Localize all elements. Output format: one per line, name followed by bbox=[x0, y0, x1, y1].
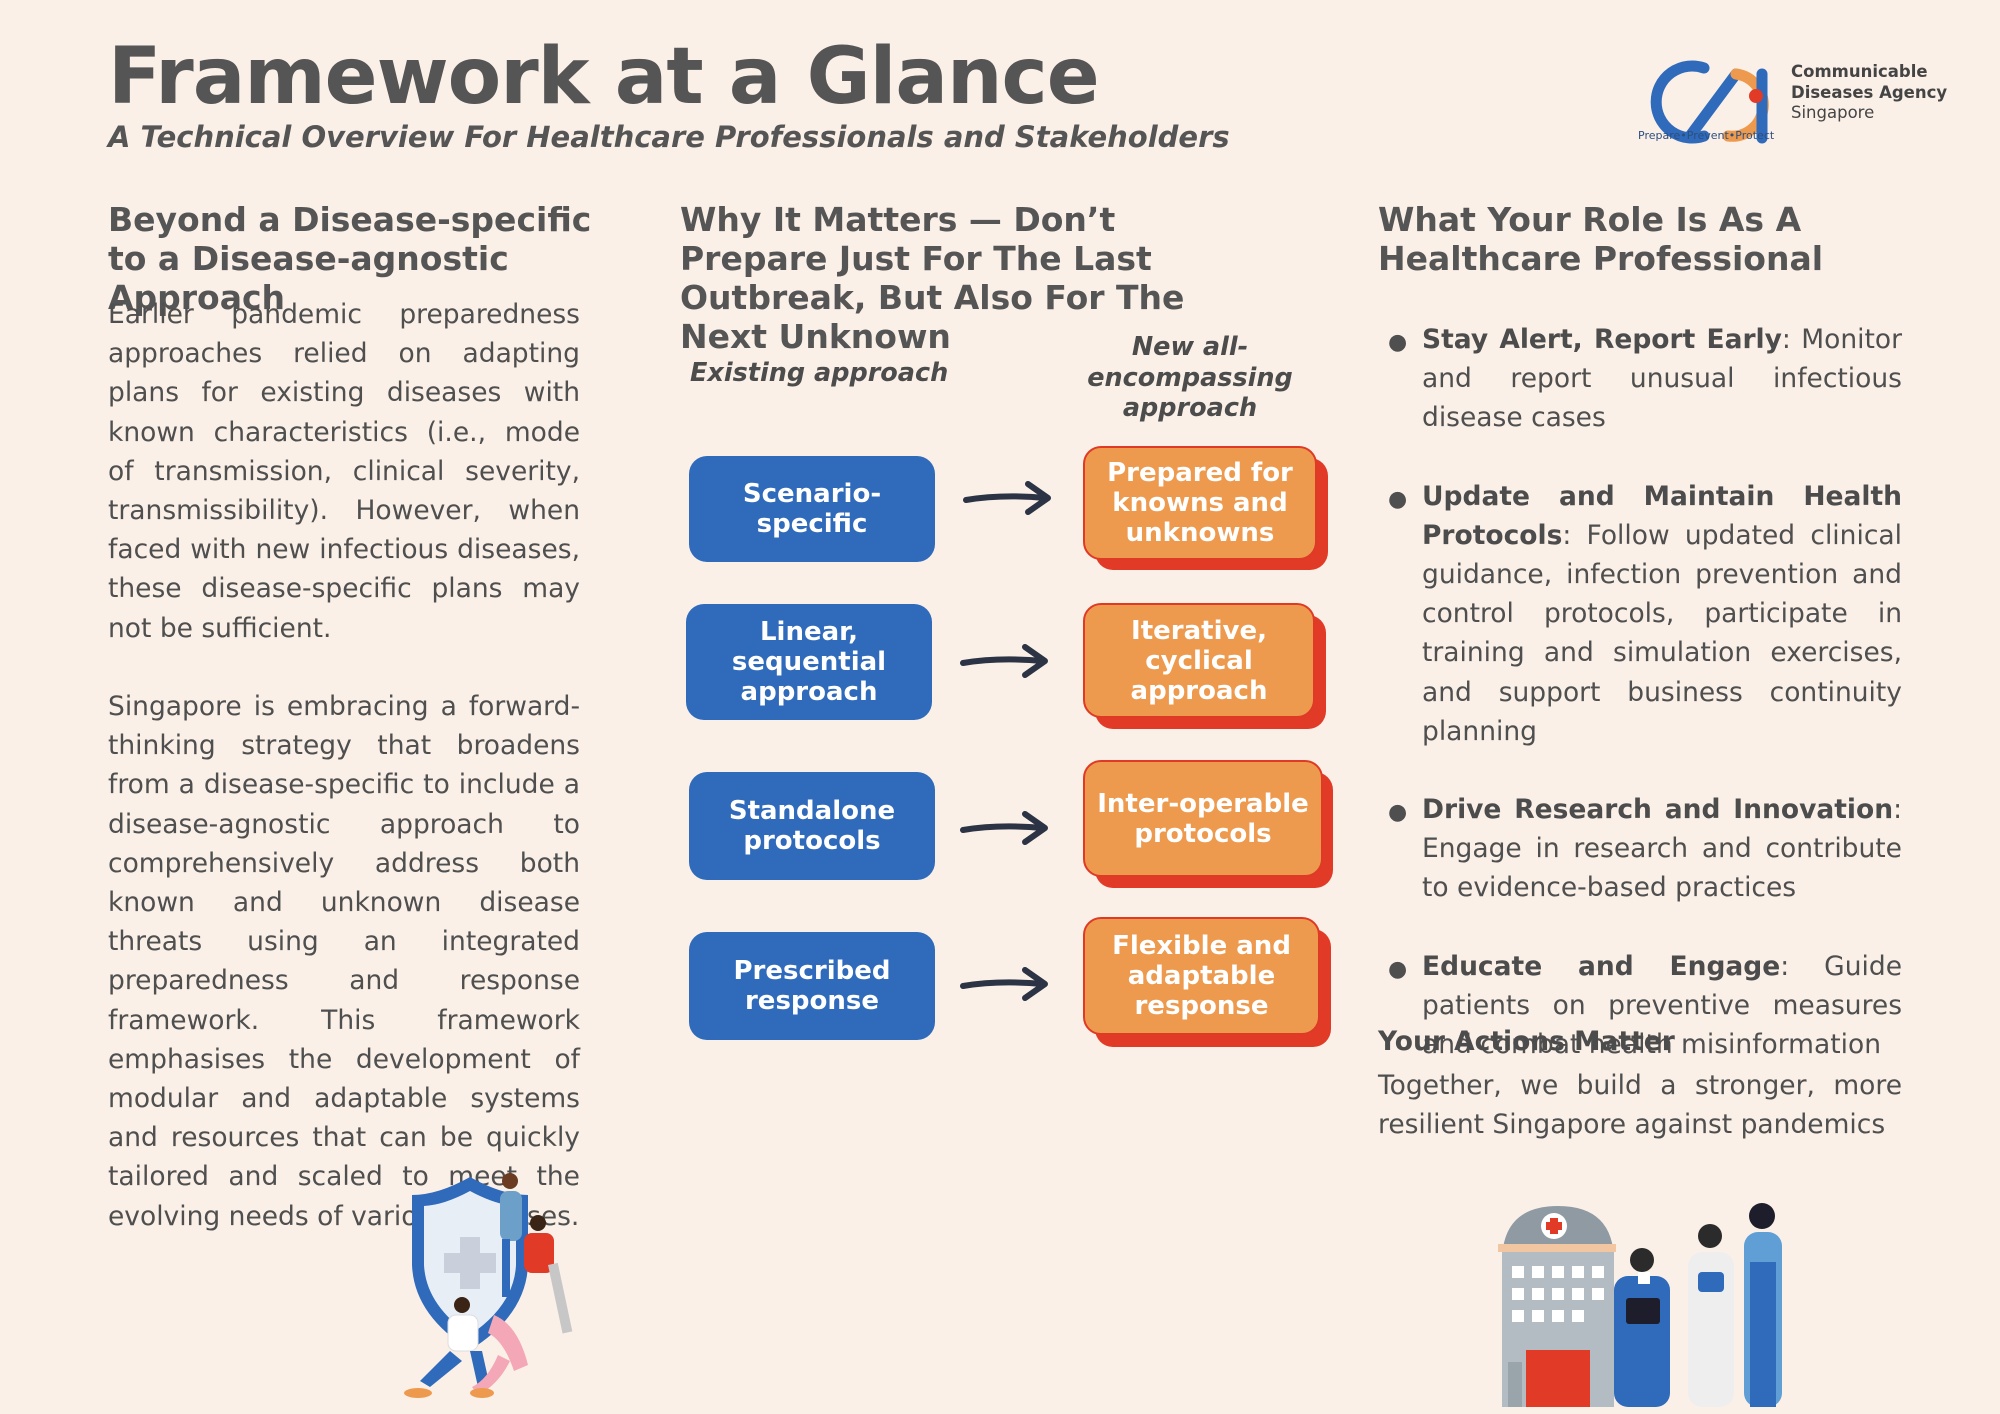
new-approach-label: New all-encompassing approach bbox=[1087, 332, 1293, 423]
existing-approach-label: Existing approach bbox=[690, 358, 949, 388]
logo-tagline: Prepare•Prevent•Protect bbox=[1638, 129, 1775, 142]
cda-logo bbox=[1650, 60, 1769, 144]
col1-paragraph-2: Singapore is embracing a forward-thinkin… bbox=[108, 691, 580, 1232]
bullet-icon: ● bbox=[1388, 956, 1408, 982]
col1-paragraph-1: Earlier pandemic preparedness approaches… bbox=[108, 299, 580, 644]
hospital-staff-illustration bbox=[1498, 1203, 1782, 1407]
new-box-2: Iterative, cyclical approach bbox=[1083, 603, 1329, 729]
col1-heading: Beyond a Disease-specific to a Disease-a… bbox=[108, 200, 592, 317]
bullet-icon: ● bbox=[1388, 800, 1408, 826]
role-bullet-list: ●Stay Alert, Report Early: Monitor and r… bbox=[1378, 320, 1902, 1103]
page-subtitle: A Technical Overview For Healthcare Prof… bbox=[108, 120, 1230, 154]
arrow-right-icon bbox=[963, 481, 1051, 515]
role-bullet: ●Educate and Engage: Guide patients on p… bbox=[1388, 950, 1902, 1061]
new-box-1: Prepared for knowns and unknowns bbox=[1083, 446, 1329, 570]
arrow-right-icon bbox=[960, 967, 1048, 1001]
page-title: Framework at a Glance bbox=[108, 32, 1100, 122]
arrow-right-icon bbox=[960, 811, 1048, 845]
arrow-right-icon bbox=[960, 644, 1048, 678]
bullet-icon: ● bbox=[1388, 330, 1408, 355]
new-box-4: Flexible and adaptable response bbox=[1083, 917, 1333, 1047]
bullet-icon: ● bbox=[1388, 486, 1408, 512]
role-bullet: ●Stay Alert, Report Early: Monitor and r… bbox=[1388, 324, 1902, 434]
logo-agency-name: Communicable Diseases Agency bbox=[1791, 62, 1948, 102]
logo-country: Singapore bbox=[1791, 103, 1875, 122]
existing-box-3: Standalone protocols bbox=[689, 772, 935, 880]
role-bullet: ●Drive Research and Innovation: Engage i… bbox=[1388, 794, 1902, 904]
col3-heading: What Your Role Is As A Healthcare Profes… bbox=[1378, 200, 1824, 278]
existing-box-1: Scenario-specific bbox=[689, 456, 935, 562]
actions-heading: Your Actions Matter bbox=[1378, 1026, 1675, 1057]
existing-box-4: Prescribed response bbox=[689, 932, 935, 1040]
col2-heading: Why It Matters — Don’t Prepare Just For … bbox=[680, 200, 1185, 356]
existing-box-2: Linear, sequential approach bbox=[686, 604, 932, 720]
role-bullet: ●Update and Maintain Health Protocols: F… bbox=[1388, 480, 1902, 747]
actions-text: Together, we build a stronger, more resi… bbox=[1378, 1070, 1902, 1141]
shield-team-illustration bbox=[404, 1173, 573, 1398]
new-box-3: Inter-operable protocols bbox=[1083, 760, 1335, 888]
